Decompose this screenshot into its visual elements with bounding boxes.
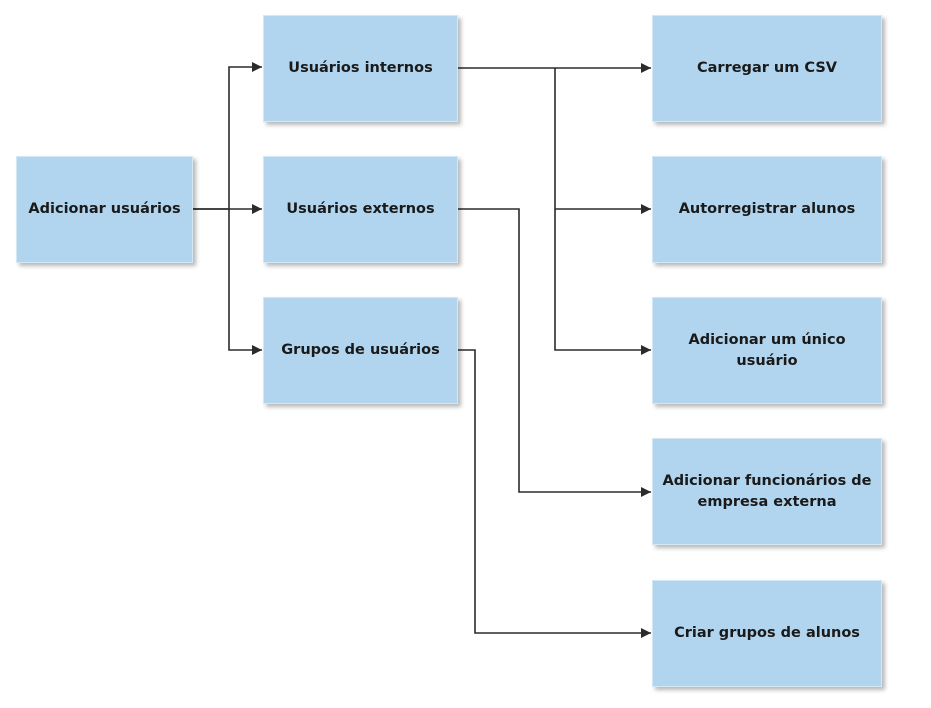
node-label: Adicionar funcionários de empresa extern… [662, 472, 872, 510]
node-internal-users[interactable]: Usuários internos [263, 15, 458, 122]
node-user-groups[interactable]: Grupos de usuários [263, 297, 458, 404]
node-add-single-user[interactable]: Adicionar um único usuário [652, 297, 882, 404]
edge-internal-to-add-single-user [554, 209, 651, 355]
node-create-student-groups[interactable]: Criar grupos de alunos [652, 580, 882, 687]
node-label: Usuários externos [286, 201, 435, 217]
edge-root-to-internal-users [193, 62, 262, 210]
node-label: Criar grupos de alunos [674, 625, 860, 641]
edge-groups-to-create-student-groups [458, 349, 651, 638]
edge-root-to-user-groups [228, 209, 262, 355]
node-label: Autorregistrar alunos [678, 201, 856, 217]
edge-internal-to-self-register [554, 68, 651, 214]
node-label: Carregar um CSV [697, 60, 837, 76]
edge-external-to-external-employees [458, 208, 651, 497]
node-external-users[interactable]: Usuários externos [263, 156, 458, 263]
node-label: Usuários internos [288, 60, 433, 76]
node-self-register-students[interactable]: Autorregistrar alunos [652, 156, 882, 263]
node-add-users[interactable]: Adicionar usuários [16, 156, 193, 263]
node-upload-csv[interactable]: Carregar um CSV [652, 15, 882, 122]
node-add-external-employees[interactable]: Adicionar funcionários de empresa extern… [652, 438, 882, 545]
node-label: Adicionar um único usuário [688, 331, 846, 369]
node-label: Grupos de usuários [281, 342, 440, 358]
node-label: Adicionar usuários [28, 201, 181, 217]
